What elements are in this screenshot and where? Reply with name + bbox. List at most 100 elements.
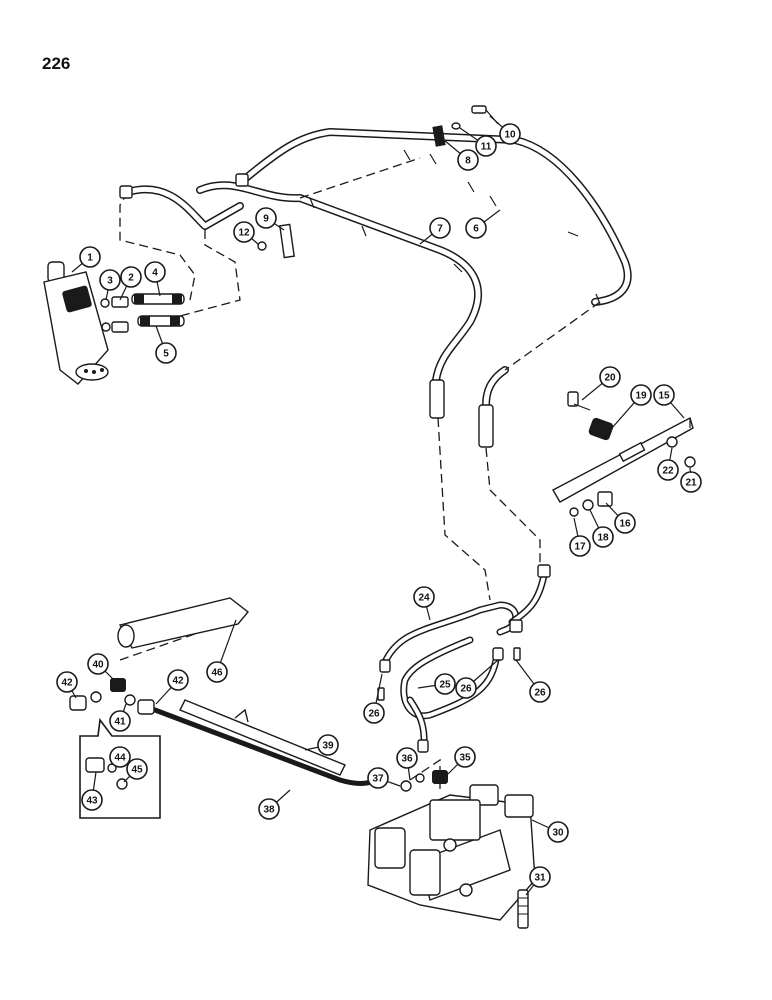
callout-c44: 44	[109, 746, 131, 768]
callout-number: 25	[439, 680, 451, 691]
hose-38	[152, 707, 383, 786]
callout-number: 36	[401, 754, 413, 765]
callout-number: 37	[372, 774, 384, 785]
callout-number: 39	[322, 741, 334, 752]
callout-number: 10	[504, 130, 516, 141]
callout-circle	[547, 821, 569, 843]
callout-circle	[167, 669, 189, 691]
callout-circle	[680, 471, 702, 493]
tube-25	[400, 636, 500, 720]
steering-cylinder	[43, 261, 109, 385]
callout-c36: 36	[396, 747, 418, 781]
callout-circle	[81, 789, 103, 811]
callout-c35: 35	[447, 746, 476, 775]
callout-number: 15	[658, 391, 670, 402]
callout-circle	[255, 207, 277, 229]
clamp-8	[432, 125, 446, 147]
callout-circle	[529, 681, 551, 703]
callout-c19: 19	[611, 384, 652, 429]
callout-number: 9	[263, 214, 269, 225]
valve-body-30	[367, 784, 536, 921]
fittings-2-3	[100, 296, 129, 333]
stud-31	[517, 889, 529, 929]
dashed-connection-lines	[119, 157, 601, 790]
callout-c9: 9	[255, 207, 285, 231]
callout-circle	[363, 702, 385, 724]
callout-c4: 4	[144, 261, 166, 297]
callout-number: 26	[460, 684, 472, 695]
arm-46	[117, 597, 250, 649]
callout-c20: 20	[581, 366, 621, 401]
callout-c10: 10	[489, 115, 521, 145]
callout-number: 41	[114, 717, 126, 728]
callout-circle	[56, 671, 78, 693]
callout-number: 26	[368, 709, 380, 720]
callout-c26c: 26	[515, 659, 551, 703]
callout-number: 11	[481, 142, 492, 153]
callout-number: 17	[574, 542, 586, 553]
callout-circle	[455, 677, 477, 699]
callout-circle	[657, 459, 679, 481]
callout-circle	[614, 512, 636, 534]
callout-circle	[499, 123, 521, 145]
callout-c43: 43	[81, 771, 103, 811]
bracket-15	[552, 416, 694, 503]
callout-number: 6	[473, 224, 479, 235]
callout-c26a: 26	[455, 659, 499, 699]
callout-number: 7	[437, 224, 443, 235]
callout-number: 38	[263, 805, 275, 816]
callout-number: 42	[172, 676, 184, 687]
tube-upper-left	[124, 185, 244, 230]
callout-c5: 5	[155, 325, 177, 364]
callout-c37: 37	[367, 767, 401, 789]
callout-number: 4	[152, 268, 158, 279]
callout-number: 19	[635, 391, 647, 402]
callout-c22: 22	[657, 447, 679, 481]
bar-39	[179, 699, 346, 776]
callout-number: 20	[604, 373, 616, 384]
callout-circle	[258, 798, 280, 820]
lower-fittings	[377, 564, 551, 753]
fitting-cluster-40-42	[69, 678, 155, 715]
callout-circle	[109, 746, 131, 768]
callout-circle	[475, 135, 497, 157]
callout-number: 40	[92, 660, 104, 671]
callout-c16: 16	[605, 502, 636, 534]
tube-end-fittings	[119, 173, 494, 448]
callout-circle	[413, 586, 435, 608]
callout-circle	[87, 653, 109, 675]
callout-c6: 6	[465, 209, 501, 239]
callout-number: 30	[552, 828, 564, 839]
bolt-20	[567, 391, 591, 411]
callout-circle	[120, 266, 142, 288]
callout-circle	[317, 734, 339, 756]
tube-7	[196, 181, 483, 384]
callout-number: 42	[61, 678, 73, 689]
callout-c38: 38	[258, 789, 291, 820]
callout-circle	[79, 246, 101, 268]
nut-12	[257, 241, 267, 251]
callout-circle	[99, 269, 121, 291]
callout-number: 46	[211, 668, 223, 679]
tube-6-lower-end	[482, 366, 509, 409]
callout-circle	[630, 384, 652, 406]
callout-number: 3	[107, 276, 113, 287]
page-number: 226	[42, 54, 71, 73]
callout-c39: 39	[304, 734, 339, 756]
tube-upper-right	[508, 566, 549, 626]
callout-number: 35	[459, 753, 471, 764]
callout-c18: 18	[589, 509, 614, 548]
callout-c26b: 26	[363, 673, 385, 724]
bracket-9	[279, 223, 295, 259]
callout-c24: 24	[413, 586, 435, 621]
callout-c15: 15	[653, 384, 685, 419]
fittings-35-36-37	[400, 770, 448, 792]
callout-circle	[454, 746, 476, 768]
callout-c25: 25	[417, 673, 456, 695]
callout-c41: 41	[109, 703, 131, 732]
callout-circle	[429, 217, 451, 239]
callout-c30: 30	[531, 819, 569, 843]
fastener-16-17-18-21-22	[569, 436, 696, 517]
callout-circle	[144, 261, 166, 283]
callout-circle	[592, 526, 614, 548]
